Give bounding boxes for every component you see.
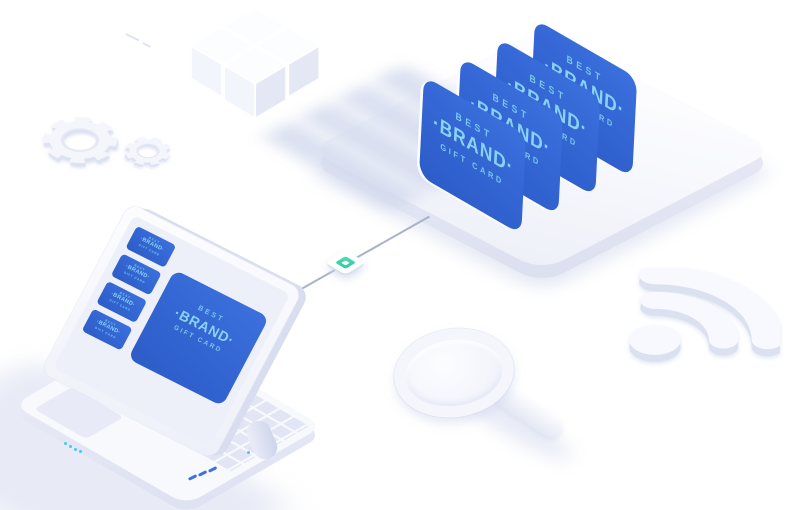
decor-dash — [142, 42, 152, 48]
port-led — [64, 442, 67, 445]
port-led — [79, 450, 82, 453]
port-led — [69, 445, 72, 448]
gear-icon-large — [30, 109, 129, 171]
port-led — [74, 448, 77, 451]
gear-icon-small — [116, 131, 180, 171]
connector-diamond-hole — [341, 259, 350, 266]
decor-dash — [125, 33, 140, 42]
boxes-icon — [189, 6, 321, 120]
port-led — [247, 451, 250, 454]
wifi-icon — [629, 268, 780, 362]
connector-diamond-core — [334, 256, 357, 269]
connector-line — [301, 215, 430, 290]
